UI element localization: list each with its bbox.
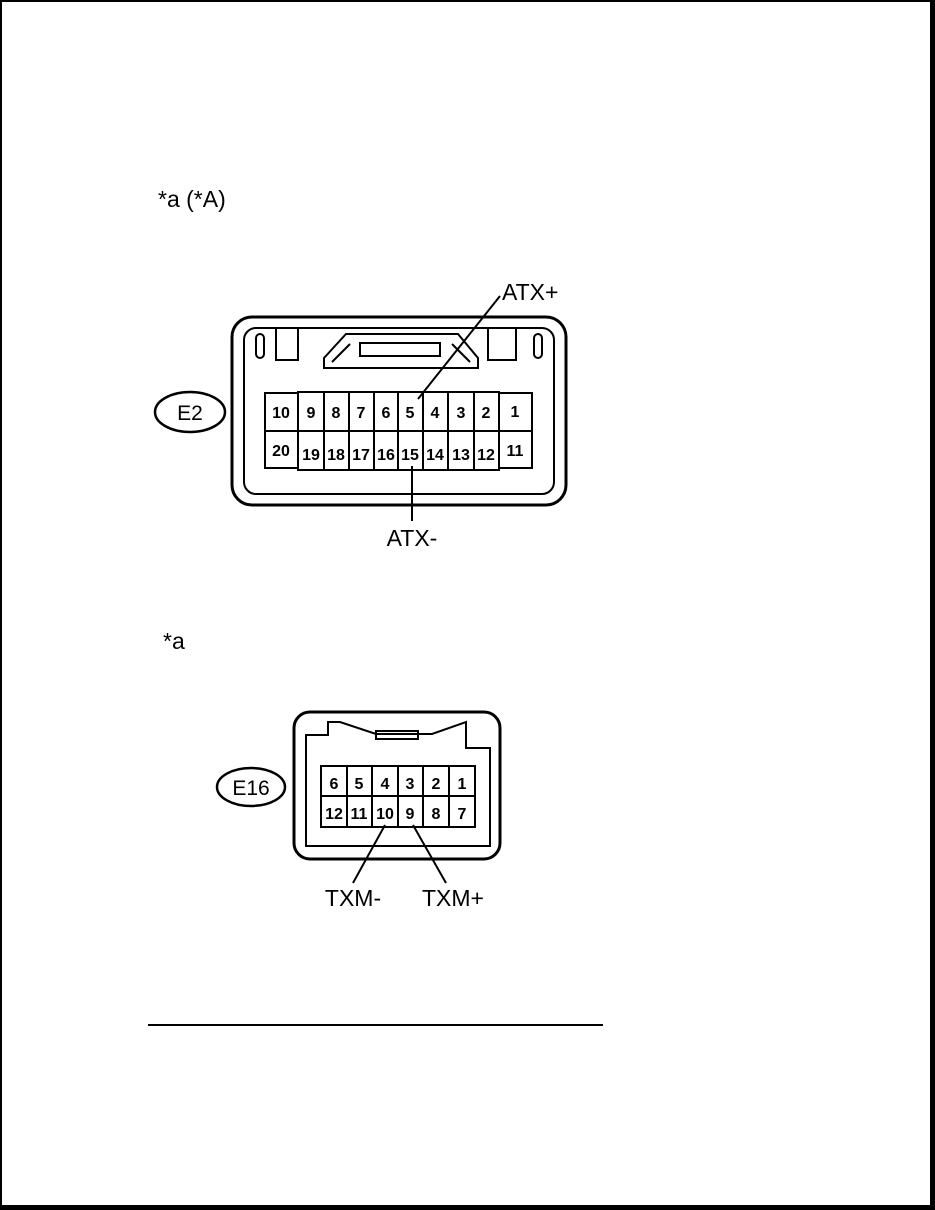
e16-pin-2: 2: [432, 776, 441, 793]
e16-pin-11: 11: [351, 806, 368, 823]
e16-tag: E16: [215, 766, 287, 808]
e2-pin-7: 7: [357, 405, 366, 422]
e2-right-slot: [533, 333, 543, 359]
atx-plus-label: ATX+: [502, 279, 558, 305]
e16-pin-5: 5: [355, 776, 364, 793]
e16-pin-numbers: 6 5 4 3 2 1 12 11 10 9 8 7: [325, 776, 466, 823]
e2-tag: E2: [153, 390, 227, 434]
e2-tag-label: E2: [177, 402, 203, 425]
e2-pin-19: 19: [302, 447, 320, 464]
callout-second: *a: [163, 628, 185, 654]
e2-outer-housing: [230, 315, 568, 507]
e16-outer-housing: [292, 710, 502, 861]
e2-pin-3: 3: [457, 405, 466, 422]
e16-pin-10: 10: [376, 806, 394, 823]
e2-right-notch: [487, 329, 517, 361]
connector-e16: [292, 710, 502, 861]
e2-pin-2: 2: [482, 405, 491, 422]
e16-pin-4: 4: [381, 776, 390, 793]
callout-first: *a (*A): [158, 186, 226, 212]
e16-pin-12: 12: [325, 806, 343, 823]
e16-pin-1: 1: [458, 776, 467, 793]
e2-pin-20: 20: [272, 443, 290, 460]
atx-plus-leader: [417, 295, 501, 400]
e16-pin-6: 6: [330, 776, 339, 793]
connector-e2: [230, 315, 568, 507]
txm-plus-leader: [412, 824, 447, 884]
e2-pin-8: 8: [332, 405, 341, 422]
e2-pin-12: 12: [477, 447, 495, 464]
e16-pin-3: 3: [406, 776, 415, 793]
atx-minus-label: ATX-: [387, 525, 438, 551]
e2-pin-6: 6: [382, 405, 391, 422]
e16-latch: [375, 730, 419, 740]
e16-tag-outline: [215, 766, 287, 808]
e2-inner-housing: [243, 327, 555, 495]
e2-left-notch: [275, 329, 299, 361]
e16-pin-7: 7: [458, 806, 467, 823]
e2-pin-13: 13: [452, 447, 470, 464]
e2-pin-17: 17: [352, 447, 370, 464]
e2-pin-15: 15: [401, 447, 419, 464]
e2-pin-16: 16: [377, 447, 395, 464]
e16-inner-housing: [305, 720, 491, 847]
e2-pin-9: 9: [307, 405, 316, 422]
e16-pin-8: 8: [432, 806, 441, 823]
txm-minus-label: TXM-: [325, 885, 381, 911]
e2-pin-10: 10: [272, 405, 290, 422]
e2-tag-outline: [153, 390, 227, 434]
e2-pin-5: 5: [406, 405, 415, 422]
e2-latch: [323, 333, 479, 369]
txm-minus-leader: [352, 824, 386, 884]
e2-pin-18: 18: [327, 447, 345, 464]
e16-tag-label: E16: [232, 777, 269, 800]
e2-pin-11: 11: [507, 443, 524, 460]
e2-pin-numbers: 10 9 8 7 6 5 4 3 2 1 20 19 18 17 16 15 1…: [272, 404, 523, 464]
e16-pin-9: 9: [406, 806, 415, 823]
e2-pin-14: 14: [426, 447, 444, 464]
e2-pin-1: 1: [511, 404, 520, 421]
e2-left-slot: [255, 333, 265, 359]
e2-pin-4: 4: [431, 405, 440, 422]
txm-plus-label: TXM+: [422, 885, 484, 911]
e2-latch-slot: [359, 342, 441, 357]
